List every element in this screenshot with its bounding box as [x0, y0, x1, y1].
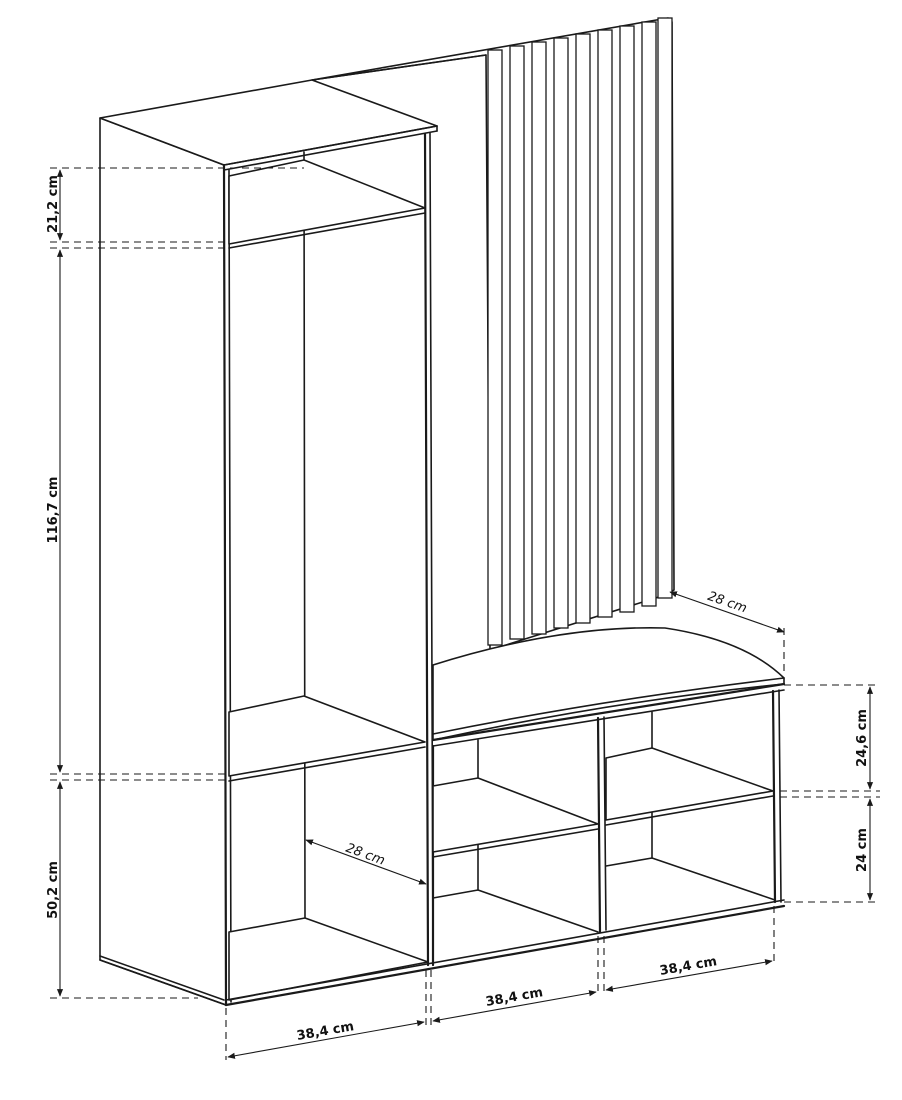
bench-cushion — [431, 626, 786, 747]
dim-width-left: 38,4 cm — [227, 1019, 425, 1059]
dim-label-upper-cubby: 24,6 cm — [855, 709, 870, 767]
dim-label-lower-cubby: 24 cm — [855, 828, 870, 872]
dim-top-shelf: 21,2 cm — [46, 169, 64, 241]
dim-lower-cubby: 24 cm — [855, 798, 874, 901]
dim-lower-height: 50,2 cm — [46, 781, 64, 997]
wardrobe-frame — [99, 132, 434, 1007]
dim-hanging-height: 116,7 cm — [46, 249, 64, 773]
back-wall-slats — [487, 17, 673, 646]
dim-left-depth: 28 cm — [305, 839, 427, 885]
extension-lines-bottom — [225, 906, 775, 1060]
extension-lines-right — [780, 684, 880, 903]
dim-width-right: 38,4 cm — [605, 954, 773, 992]
dim-label-left-depth: 28 cm — [344, 841, 387, 869]
wardrobe-top-panel — [99, 79, 438, 171]
dim-upper-cubby: 24,6 cm — [855, 686, 874, 790]
dim-label-width-left: 38,4 cm — [296, 1019, 356, 1044]
dim-label-top-shelf: 21,2 cm — [46, 175, 61, 233]
bench-cubbies — [224, 689, 786, 1007]
dim-label-hanging-height: 116,7 cm — [46, 477, 61, 544]
dim-label-lower-height: 50,2 cm — [46, 861, 61, 919]
dim-width-middle: 38,4 cm — [432, 985, 597, 1023]
wardrobe-side-panel — [99, 117, 227, 1006]
extension-lines-left — [50, 167, 304, 999]
